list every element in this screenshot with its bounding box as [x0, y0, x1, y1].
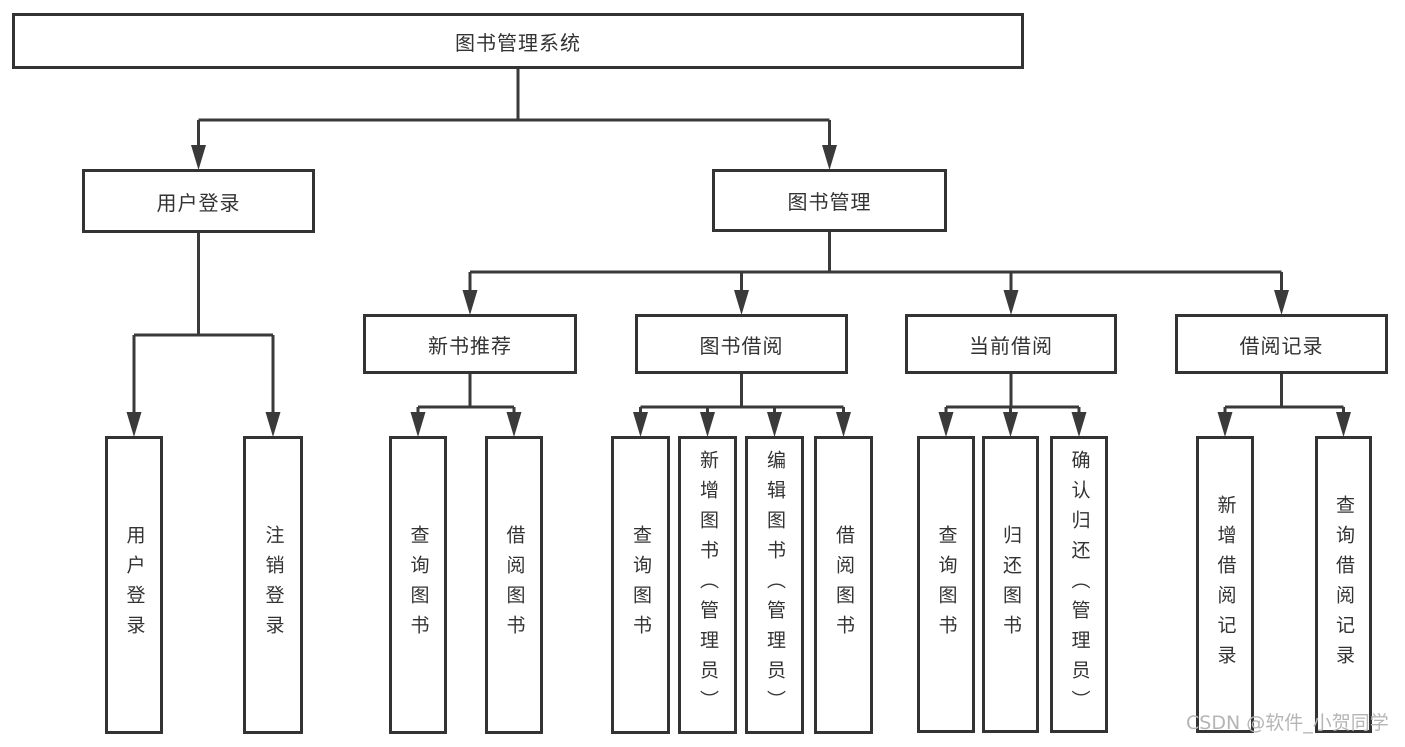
leaf-nb-query-books: 查询图书 — [389, 436, 447, 734]
leaf-br-query-record: 查询借阅记录 — [1315, 436, 1372, 733]
arrowhead-icon — [938, 412, 954, 437]
leaf-logout: 注销登录 — [243, 436, 303, 734]
leaf-bb-query-books: 查询图书 — [611, 436, 670, 734]
leaf-bb-borrow-books-label: 借阅图书 — [833, 525, 855, 645]
leaf-br-add-record: 新增借阅记录 — [1196, 436, 1254, 733]
arrowhead-icon — [1217, 412, 1233, 437]
node-root: 图书管理系统 — [12, 13, 1024, 69]
arrowhead-icon — [767, 412, 782, 437]
leaf-cb-query-books-label: 查询图书 — [935, 524, 958, 645]
leaf-cb-return-books-label: 归还图书 — [1000, 524, 1022, 645]
leaf-cb-confirm-return: 确认归还（管理员） — [1050, 436, 1108, 733]
arrowhead-icon — [1274, 290, 1289, 315]
arrowhead-icon — [265, 412, 281, 437]
arrowhead-icon — [822, 145, 837, 170]
leaf-bb-edit-books-label: 编辑图书（管理员） — [764, 450, 786, 720]
leaf-bb-query-books-label: 查询图书 — [630, 525, 652, 645]
arrowhead-icon — [1003, 290, 1019, 315]
leaf-user-login-label: 用户登录 — [123, 525, 146, 645]
node-borrow-records-label: 借阅记录 — [1239, 333, 1324, 358]
leaf-cb-return-books: 归还图书 — [982, 436, 1039, 733]
node-borrow-records: 借阅记录 — [1175, 314, 1388, 374]
arrowhead-icon — [462, 290, 478, 315]
leaf-br-query-record-label: 查询借阅记录 — [1333, 494, 1355, 675]
node-new-book-rec: 新书推荐 — [363, 314, 577, 374]
leaf-user-login: 用户登录 — [105, 436, 163, 734]
leaf-nb-borrow-books-label: 借阅图书 — [503, 525, 526, 645]
arrowhead-icon — [191, 145, 206, 170]
node-book-mgmt-label: 图书管理 — [787, 190, 872, 214]
arrowhead-icon — [1003, 412, 1018, 437]
leaf-bb-edit-books: 编辑图书（管理员） — [745, 436, 804, 734]
node-current-borrow-label: 当前借阅 — [969, 333, 1053, 358]
node-new-book-rec-label: 新书推荐 — [428, 333, 512, 358]
arrowhead-icon — [126, 412, 142, 437]
leaf-bb-add-books: 新增图书（管理员） — [678, 436, 737, 734]
arrowhead-icon — [700, 412, 715, 437]
arrowhead-icon — [410, 412, 426, 437]
node-book-mgmt: 图书管理 — [712, 169, 947, 232]
connector-path — [132, 69, 1345, 416]
arrowhead-icon — [734, 290, 749, 315]
node-current-borrow: 当前借阅 — [905, 314, 1117, 374]
leaf-bb-borrow-books: 借阅图书 — [814, 436, 873, 734]
leaf-nb-query-books-label: 查询图书 — [407, 525, 430, 645]
node-root-label: 图书管理系统 — [455, 30, 581, 55]
node-user-login: 用户登录 — [82, 169, 315, 233]
watermark: CSDN @软件_小贺同学 — [1186, 712, 1389, 734]
leaf-bb-add-books-label: 新增图书（管理员） — [697, 450, 719, 720]
arrowhead-icon — [1336, 412, 1351, 437]
leaf-nb-borrow-books: 借阅图书 — [485, 436, 543, 734]
leaf-cb-confirm-return-label: 确认归还（管理员） — [1068, 449, 1091, 720]
arrowhead-icon — [633, 412, 648, 437]
node-book-borrow: 图书借阅 — [635, 314, 848, 374]
node-book-borrow-label: 图书借阅 — [699, 333, 784, 358]
node-user-login-label: 用户登录 — [156, 190, 241, 215]
leaf-br-add-record-label: 新增借阅记录 — [1214, 494, 1237, 675]
arrowhead-icon — [1071, 412, 1087, 437]
leaf-cb-query-books: 查询图书 — [917, 436, 975, 733]
leaf-logout-label: 注销登录 — [262, 525, 285, 645]
arrowhead-icon — [836, 412, 851, 437]
arrowhead-icon — [506, 412, 522, 437]
